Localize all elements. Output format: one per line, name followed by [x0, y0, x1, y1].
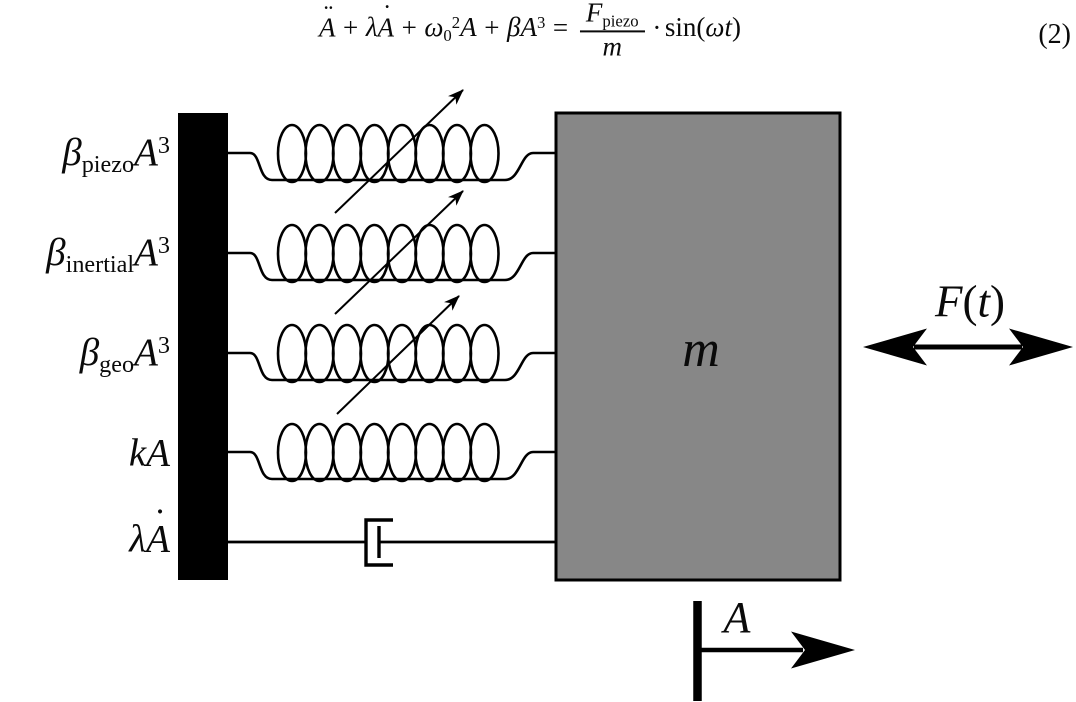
- spring-beta-geo: [228, 323, 556, 384]
- mass-label: m: [682, 321, 720, 378]
- force-label: F(t): [934, 276, 1006, 327]
- displacement-indicator: [693, 601, 855, 701]
- displacement-label: A: [723, 593, 751, 642]
- displacement-arrowhead: [791, 631, 855, 669]
- force-arrowhead-left: [863, 328, 927, 366]
- spring-beta-inertial: [228, 223, 556, 284]
- label-lambda-Adot: λA˙: [129, 501, 170, 561]
- damper: [228, 518, 556, 567]
- force-arrow: [863, 328, 1073, 366]
- spring-beta-piezo: [228, 123, 556, 184]
- nonlinearity-arrow-1: [334, 89, 464, 214]
- label-kA: kA: [128, 431, 170, 475]
- label-beta-inertial: βinertialA3: [46, 230, 170, 279]
- nonlinearity-arrow-3: [336, 295, 460, 415]
- mass-block: [554, 111, 842, 582]
- spring-linear-k: [228, 422, 556, 483]
- damper-cylinder: [364, 518, 393, 567]
- nonlinearity-arrow-2: [334, 190, 464, 315]
- label-beta-geo: βgeoA3: [79, 330, 170, 379]
- wall: [178, 113, 228, 580]
- equation-number: (2): [1038, 19, 1071, 50]
- force-arrowhead-right: [1009, 328, 1073, 366]
- label-beta-piezo: βpiezoA3: [62, 130, 170, 179]
